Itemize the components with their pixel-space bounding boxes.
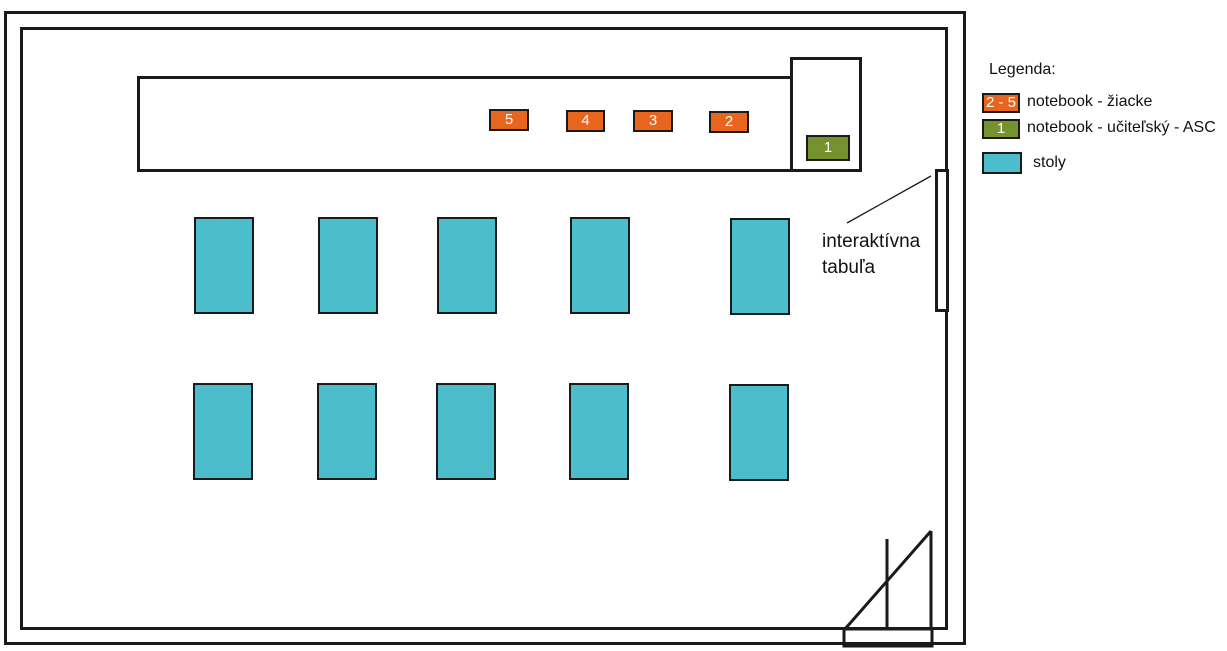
interactive-board-label: interaktívna tabuľa xyxy=(822,229,920,281)
desk xyxy=(436,383,496,480)
outer-wall xyxy=(4,11,966,645)
desk xyxy=(729,384,789,481)
legend-label-desk: stoly xyxy=(1033,154,1066,171)
door-symbol xyxy=(842,530,934,648)
teacher-desk xyxy=(790,57,862,172)
legend-title: Legenda: xyxy=(989,61,1056,78)
desk xyxy=(569,383,629,480)
board-label-line-1: interaktívna xyxy=(822,231,921,252)
student-notebook-4: 4 xyxy=(566,110,605,132)
student-notebook-2: 2 xyxy=(709,111,749,133)
notebook-counter xyxy=(137,76,793,172)
desk xyxy=(193,383,253,480)
legend-swatch-desk xyxy=(982,152,1022,174)
door-threshold xyxy=(842,627,934,648)
legend-label-student-notebook: notebook - žiacke xyxy=(1027,93,1153,110)
board-label-line-2: tabuľa xyxy=(822,257,876,278)
legend-swatch-teacher-notebook: 1 xyxy=(982,119,1020,139)
legend-swatch-student-notebook: 2 - 5 xyxy=(982,93,1020,113)
desk xyxy=(318,217,378,314)
desk xyxy=(570,217,630,314)
desk xyxy=(317,383,377,480)
interactive-board xyxy=(935,169,949,312)
board-leader-line xyxy=(846,175,932,224)
student-notebook-3: 3 xyxy=(633,110,673,132)
student-notebook-5: 5 xyxy=(489,109,529,131)
inner-wall xyxy=(20,27,948,630)
desk xyxy=(437,217,497,314)
teacher-notebook-1: 1 xyxy=(806,135,850,161)
desk xyxy=(194,217,254,314)
legend-label-teacher-notebook: notebook - učiteľský - ASC xyxy=(1027,119,1216,136)
desk xyxy=(730,218,790,315)
